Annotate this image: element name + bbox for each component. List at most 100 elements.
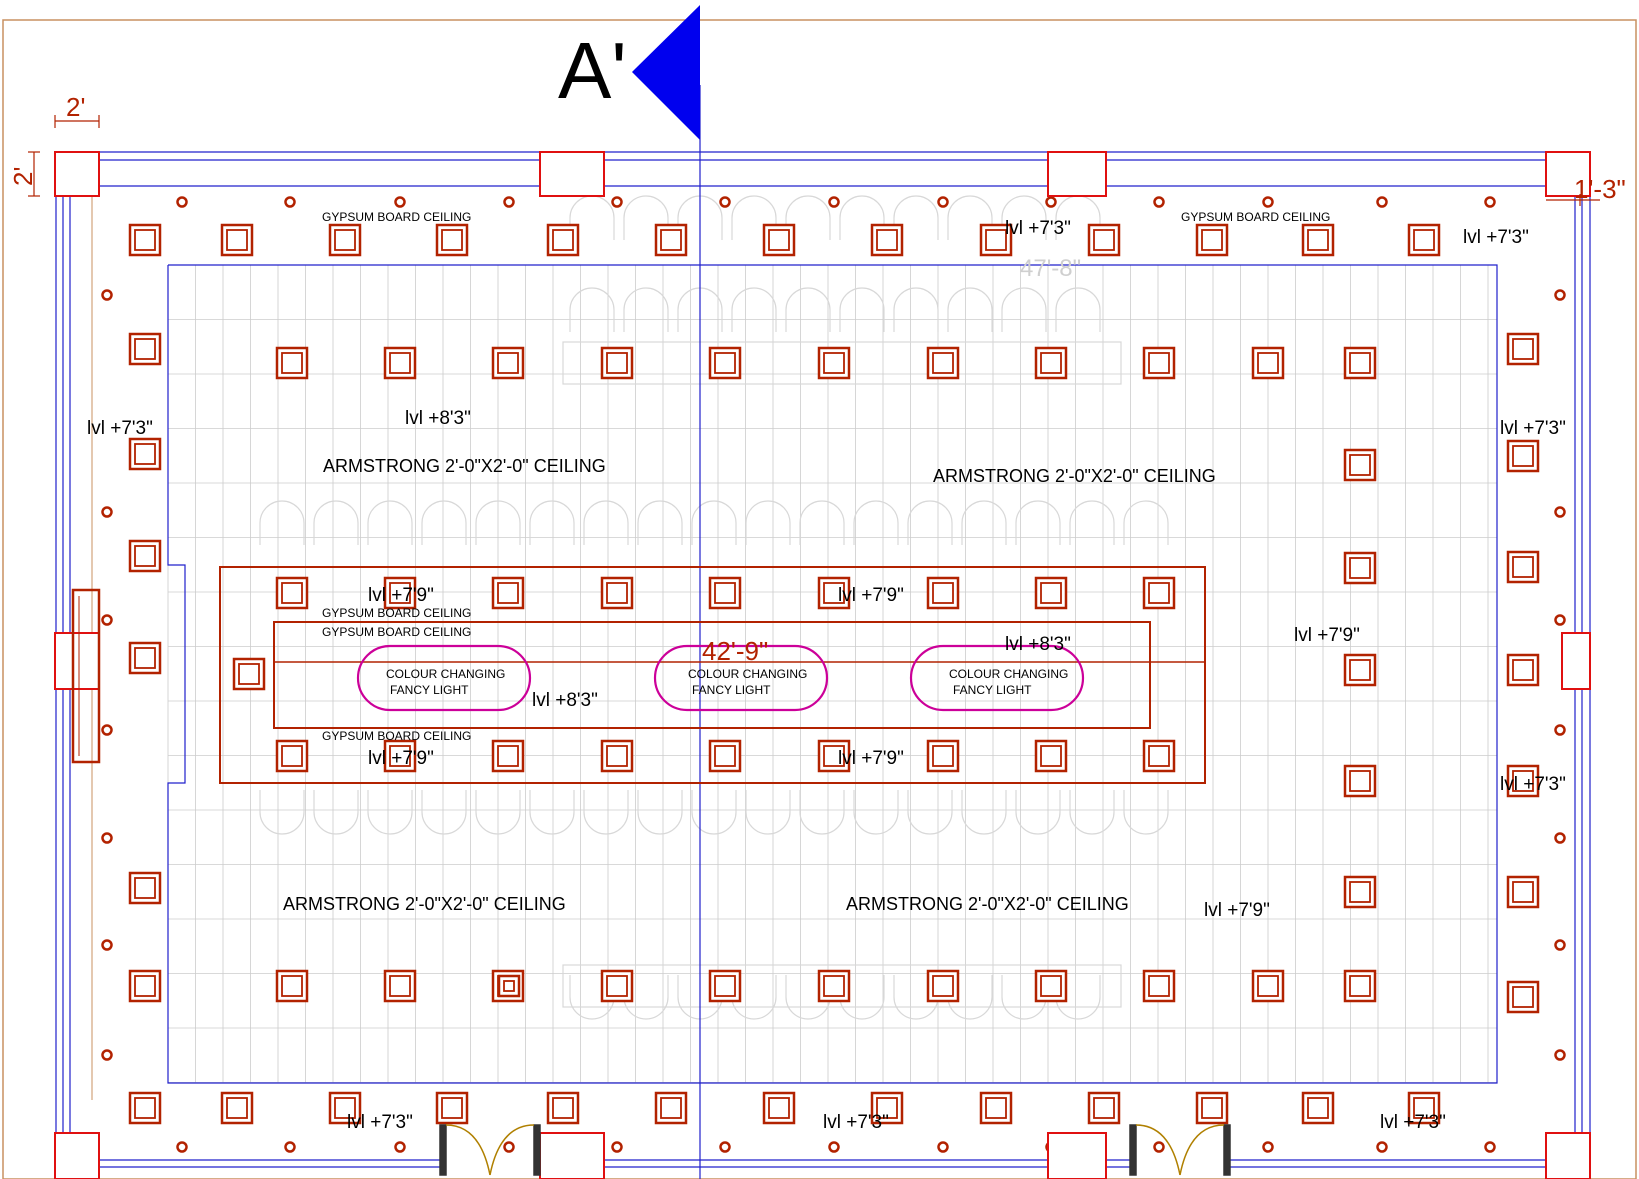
chair: [839, 975, 885, 1020]
square-light-fixture: [708, 969, 742, 1003]
square-light-fixture: [1034, 969, 1068, 1003]
column: [54, 151, 100, 197]
spot-light: [1376, 1141, 1388, 1153]
column: [1545, 151, 1591, 197]
chair: [745, 500, 791, 545]
chair: [893, 975, 939, 1020]
chair: [961, 500, 1007, 545]
square-light-fixture: [491, 576, 525, 610]
central-raft: [219, 566, 1206, 784]
square-light-fixture: [1407, 223, 1441, 257]
square-light-fixture: [926, 969, 960, 1003]
dim-column-width: 2': [66, 92, 85, 122]
chair: [731, 287, 777, 332]
spot-light: [1554, 614, 1566, 626]
chair: [961, 790, 1007, 835]
square-light-fixture: [328, 1091, 362, 1125]
chair: [691, 500, 737, 545]
square-light-fixture: [654, 1091, 688, 1125]
spot-light: [719, 1141, 731, 1153]
column: [539, 1132, 605, 1179]
square-light-fixture: [220, 223, 254, 257]
spot-light: [284, 1141, 296, 1153]
chair: [569, 287, 615, 332]
square-light-fixture: [383, 969, 417, 1003]
square-light-fixture: [435, 223, 469, 257]
spot-light: [101, 724, 113, 736]
spot-lights: [101, 196, 1566, 1153]
square-light-fixture: [1087, 223, 1121, 257]
square-light-fixture: [1301, 223, 1335, 257]
square-light-fixture: [708, 576, 742, 610]
armstrong-label-4: ARMSTRONG 2'-0"X2'-0" CEILING: [846, 894, 1129, 914]
square-light-fixture: [708, 346, 742, 380]
chair: [421, 790, 467, 835]
square-light-fixture: [128, 641, 162, 675]
chair: [1123, 500, 1169, 545]
chair: [475, 790, 521, 835]
chair: [637, 790, 683, 835]
furniture-underlay: [259, 195, 1169, 1020]
square-light-fixture: [491, 739, 525, 773]
chair: [853, 790, 899, 835]
column: [54, 1132, 100, 1179]
spot-light: [1554, 1049, 1566, 1061]
spot-light: [176, 1141, 188, 1153]
spot-light: [1153, 1141, 1165, 1153]
chair: [475, 500, 521, 545]
square-light-fixture: [383, 739, 417, 773]
level-label: lvl +7'3": [1463, 227, 1529, 248]
svg-text:COLOUR CHANGING: COLOUR CHANGING: [386, 667, 505, 681]
chair: [1001, 975, 1047, 1020]
svg-text:FANCY LIGHT: FANCY LIGHT: [953, 683, 1032, 697]
square-light-fixture: [1301, 1091, 1335, 1125]
level-label: lvl +7'3": [823, 1112, 889, 1133]
level-label: lvl +8'3": [1005, 634, 1071, 655]
chair: [313, 500, 359, 545]
level-label: lvl +7'3": [1380, 1112, 1446, 1133]
square-light-fixture: [1034, 346, 1068, 380]
spot-light: [1376, 196, 1388, 208]
dim-column-depth: 2': [8, 167, 38, 186]
square-light-fixture: [1506, 439, 1540, 473]
spot-light: [394, 1141, 406, 1153]
chair: [529, 790, 575, 835]
chair: [367, 500, 413, 545]
level-label: lvl +7'9": [1294, 625, 1360, 646]
square-light-fixture: [1087, 1091, 1121, 1125]
level-label: lvl +7'9": [368, 585, 434, 606]
section-label: A': [558, 26, 627, 115]
square-light-fixture: [870, 223, 904, 257]
square-light-fixture: [1407, 1091, 1441, 1125]
dimension-lines: [28, 115, 1600, 206]
chair: [893, 287, 939, 332]
square-light-fixture: [817, 576, 851, 610]
chair: [1015, 500, 1061, 545]
square-light-fixture: [128, 1091, 162, 1125]
gypsum-label-top-right: GYPSUM BOARD CEILING: [1181, 210, 1330, 224]
square-light-fixture: [1195, 1091, 1229, 1125]
svg-text:COLOUR CHANGING: COLOUR CHANGING: [949, 667, 1068, 681]
level-label: lvl +7'3": [1005, 218, 1071, 239]
square-light-fixture: [1343, 969, 1377, 1003]
svg-text:FANCY LIGHT: FANCY LIGHT: [692, 683, 771, 697]
level-label: lvl +7'3": [87, 418, 153, 439]
chair: [529, 500, 575, 545]
square-light-fixture: [491, 346, 525, 380]
chair: [947, 975, 993, 1020]
armstrong-ceiling-grid: [167, 264, 1497, 1083]
square-light-fixture: [546, 1091, 580, 1125]
square-light-fixture: [817, 739, 851, 773]
colour-changing-light-1: COLOUR CHANGING FANCY LIGHT: [356, 644, 532, 712]
square-light-fixture: [435, 1091, 469, 1125]
square-light-fixture: [128, 539, 162, 573]
square-light-fixture: [1142, 739, 1176, 773]
square-light-fixture: [979, 223, 1013, 257]
chair: [259, 790, 305, 835]
chair: [893, 195, 939, 240]
chair: [583, 790, 629, 835]
spot-light: [394, 196, 406, 208]
chair: [799, 500, 845, 545]
chair: [947, 287, 993, 332]
